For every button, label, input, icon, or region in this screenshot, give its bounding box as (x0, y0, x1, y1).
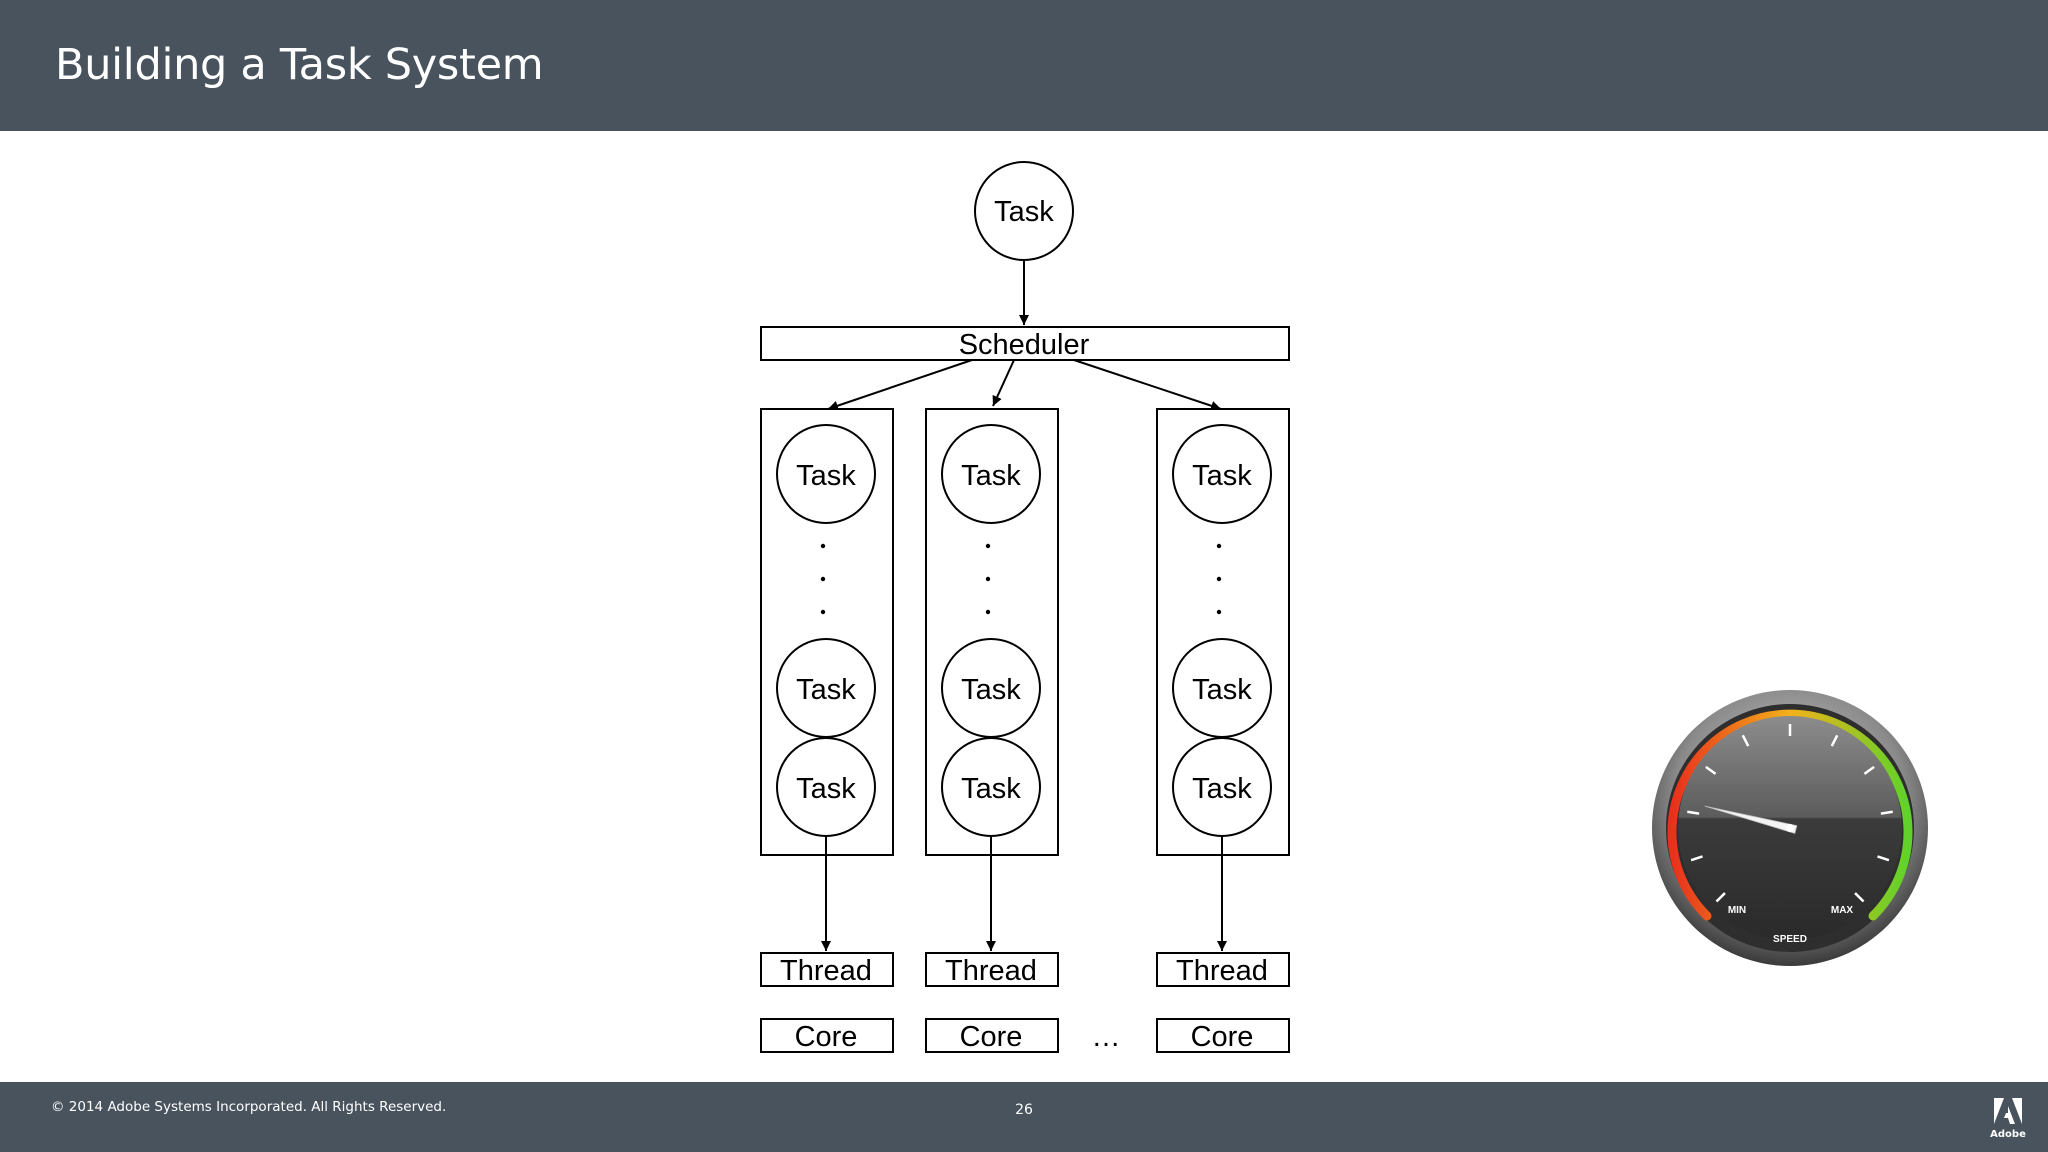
thread-box (760, 952, 894, 987)
gauge-tick (1741, 734, 1750, 747)
task-label: Task (1192, 773, 1252, 805)
gauge-needle (1704, 805, 1798, 834)
gauge-tick (1830, 734, 1839, 747)
task-system-diagram: Task Scheduler Task Task Task Thread Cor… (760, 161, 1290, 1053)
scheduler-to-queue-3-arrow (1073, 359, 1222, 411)
gauge-color-arc (1667, 709, 1913, 921)
gauge-tick (1854, 892, 1865, 903)
slide-header: Building a Task System (0, 0, 2048, 131)
gauge-needle-hub (1786, 824, 1794, 832)
core-box (1156, 1018, 1290, 1053)
task-node (776, 424, 876, 524)
task-label: Task (796, 460, 856, 492)
ellipsis-dot (1216, 576, 1222, 582)
top-task-label: Task (994, 196, 1054, 228)
ellipsis-dot (1216, 543, 1222, 549)
ellipsis-dot (820, 543, 826, 549)
task-label: Task (796, 674, 856, 706)
task-queue-2: Task Task Task Thread Core (925, 408, 1059, 1053)
task-label: Task (961, 674, 1021, 706)
slide-footer: © 2014 Adobe Systems Incorporated. All R… (0, 1082, 2048, 1152)
gauge-tick (1715, 892, 1726, 903)
task-label: Task (1192, 674, 1252, 706)
task-label: Task (961, 773, 1021, 805)
core-box (760, 1018, 894, 1053)
speed-gauge: MIN MAX SPEED (1652, 690, 1928, 966)
slide-title: Building a Task System (55, 40, 544, 90)
task-queue-1: Task Task Task Thread Core (760, 408, 894, 1053)
core-label: Core (1191, 1021, 1254, 1053)
thread-box (925, 952, 1059, 987)
page-number: 26 (1015, 1102, 1033, 1118)
thread-box (1156, 952, 1290, 987)
thread-label: Thread (780, 955, 872, 987)
ellipsis-dot (1216, 609, 1222, 615)
task-label: Task (961, 460, 1021, 492)
gauge-ticks (1687, 724, 1893, 903)
task-label: Task (796, 773, 856, 805)
scheduler-to-queue-1-arrow (827, 359, 973, 411)
thread-label: Thread (1176, 955, 1268, 987)
core-label: Core (795, 1021, 858, 1053)
task-node (1172, 424, 1272, 524)
task-label: Task (1192, 460, 1252, 492)
gauge-tick (1687, 810, 1700, 815)
ellipsis-dot (820, 609, 826, 615)
scheduler-to-queue-2-arrow (992, 359, 1015, 407)
scheduler-box (760, 326, 1290, 361)
core-ellipsis: … (1092, 1021, 1121, 1053)
task-queue-3: Task Task Task Thread Core (1156, 408, 1290, 1053)
thread-label: Thread (945, 955, 1037, 987)
ellipsis-dot (985, 609, 991, 615)
core-label: Core (960, 1021, 1023, 1053)
adobe-logo: Adobe (1988, 1094, 2028, 1144)
gauge-caption: SPEED (1773, 934, 1807, 945)
gauge-tick (1705, 765, 1717, 775)
ellipsis-dot (985, 543, 991, 549)
gauge-tick (1690, 855, 1703, 862)
core-box (925, 1018, 1059, 1053)
scheduler-label: Scheduler (959, 329, 1090, 361)
adobe-logo-text: Adobe (1990, 1129, 2026, 1140)
copyright-text: © 2014 Adobe Systems Incorporated. All R… (51, 1099, 447, 1115)
adobe-logo-icon (1994, 1098, 2022, 1124)
ellipsis-dot (985, 576, 991, 582)
gauge-max-label: MAX (1831, 905, 1854, 916)
gauge-tick (1880, 810, 1893, 815)
gauge-min-label: MIN (1728, 905, 1746, 916)
ellipsis-dot (820, 576, 826, 582)
gauge-tick (1877, 855, 1890, 862)
task-node (941, 424, 1041, 524)
gauge-tick (1863, 765, 1875, 775)
